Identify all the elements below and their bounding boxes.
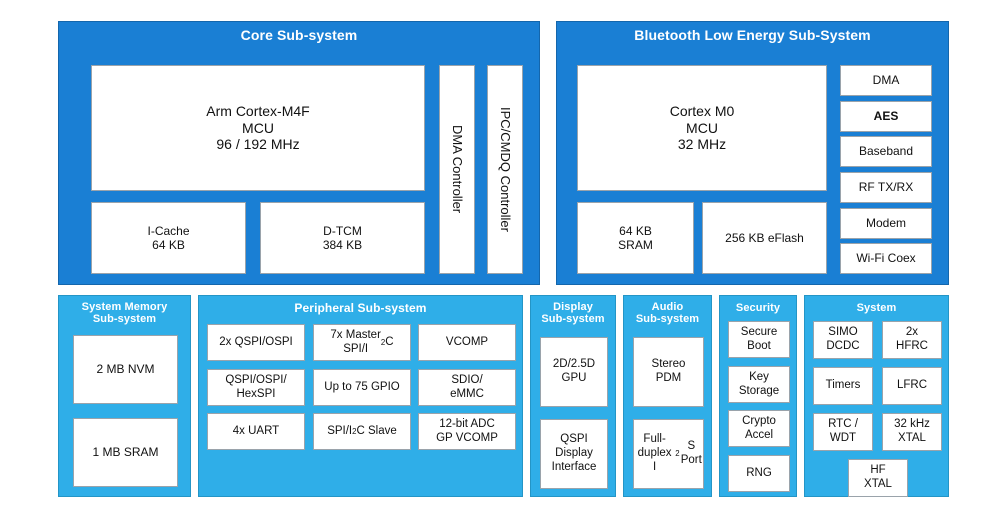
core-subsystem-title: Core Sub-system [240, 27, 358, 43]
peripheral-subsystem-title: Peripheral Sub-system [294, 301, 427, 315]
peripheral-block-vcomp: VCOMP [418, 324, 516, 361]
core-dtcm-box: D-TCM 384 KB [260, 202, 425, 274]
system-memory-subsystem-title: System Memory Sub-system [81, 301, 168, 326]
ble-block-dma: DMA [840, 65, 932, 96]
ble-block-rf-tx-rx: RF TX/RX [840, 172, 932, 203]
core-dma-controller-box: DMA Controller [439, 65, 475, 274]
system-memory-subsystem-panel: System Memory Sub-system 2 MB NVM 1 MB SR… [58, 295, 191, 497]
security-block-secure-boot: Secure Boot [728, 321, 790, 358]
core-mcu-box: Arm Cortex-M4F MCU 96 / 192 MHz [91, 65, 425, 191]
security-title: Security [735, 302, 781, 314]
ble-subsystem-title: Bluetooth Low Energy Sub-System [634, 27, 871, 43]
core-icache-box: I-Cache 64 KB [91, 202, 246, 274]
peripheral-block-up-to-75-gpio: Up to 75 GPIO [313, 369, 411, 406]
audio-subsystem-title: Audio Sub-system [635, 301, 700, 326]
security-block-crypto-accel: Crypto Accel [728, 410, 790, 447]
ble-mcu-box: Cortex M0 MCU 32 MHz [577, 65, 827, 191]
system-memory-block-1-mb-sram: 1 MB SRAM [73, 418, 178, 487]
core-subsystem-panel: Core Sub-system Arm Cortex-M4F MCU 96 / … [58, 21, 540, 285]
ble-block-aes: AES [840, 101, 932, 132]
security-block-key-storage: Key Storage [728, 366, 790, 403]
ble-block-baseband: Baseband [840, 136, 932, 167]
peripheral-block-4x-uart: 4x UART [207, 413, 305, 450]
ble-block-wi-fi-coex: Wi-Fi Coex [840, 243, 932, 274]
system-block-rtc-wdt: RTC /WDT [813, 413, 873, 451]
system-memory-blocks: 2 MB NVM 1 MB SRAM [73, 335, 178, 487]
system-title: System [856, 302, 897, 314]
ble-block-modem: Modem [840, 208, 932, 239]
ble-eflash-box: 256 KB eFlash [702, 202, 827, 274]
ble-subsystem-panel: Bluetooth Low Energy Sub-System Cortex M… [556, 21, 949, 285]
system-memory-block-2-mb-nvm: 2 MB NVM [73, 335, 178, 404]
peripheral-block-qspi-ospi-hexspi: QSPI/OSPI/HexSPI [207, 369, 305, 406]
peripheral-block-2x-qspi-ospi: 2x QSPI/OSPI [207, 324, 305, 361]
display-subsystem-title: Display Sub-system [541, 301, 605, 326]
security-block-rng: RNG [728, 455, 790, 492]
system-block-lfrc: LFRC [882, 367, 942, 405]
core-ipc-cmdq-controller-box: IPC/CMDQ Controller [487, 65, 523, 274]
system-block-timers: Timers [813, 367, 873, 405]
peripheral-block-sdio-emmc: SDIO/eMMC [418, 369, 516, 406]
ble-sram-box: 64 KB SRAM [577, 202, 694, 274]
